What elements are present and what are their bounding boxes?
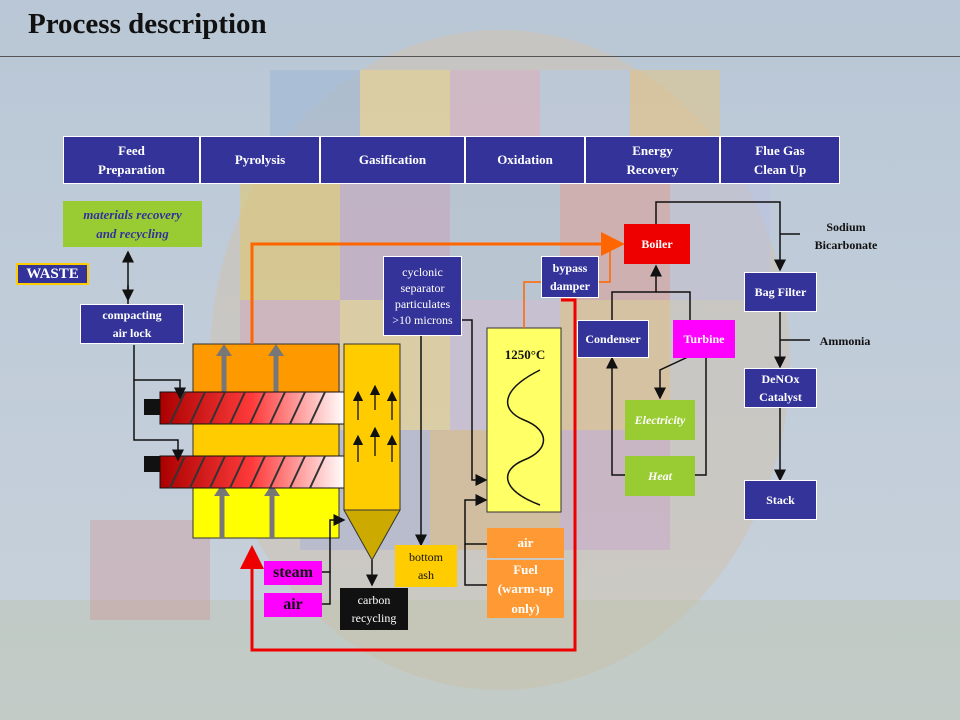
title-divider <box>0 56 960 57</box>
stage-gasification[interactable]: Gasification <box>320 136 465 184</box>
bottom-ash-box: bottom ash <box>395 545 457 587</box>
bag-filter-box: Bag Filter <box>744 272 817 312</box>
heat-box: Heat <box>625 456 695 496</box>
temperature-label: 1250°C <box>504 347 546 362</box>
compacting-air-lock-box: compacting air lock <box>80 304 184 344</box>
stage-flue-gas-clean-up[interactable]: Flue Gas Clean Up <box>720 136 840 184</box>
carbon-recycling-box: carbon recycling <box>340 588 408 630</box>
electricity-box: Electricity <box>625 400 695 440</box>
materials-recovery-box: materials recovery and recycling <box>63 201 202 247</box>
air-input-box: air <box>264 593 322 617</box>
fuel-box: Fuel (warm-up only) <box>487 560 564 618</box>
condenser-box: Condenser <box>577 320 649 358</box>
denox-catalyst-box: DeNOx Catalyst <box>744 368 817 408</box>
steam-input-box: steam <box>264 561 322 585</box>
stage-feed-preparation[interactable]: Feed Preparation <box>63 136 200 184</box>
turbine-box: Turbine <box>673 320 735 358</box>
waste-label: WASTE <box>16 263 89 285</box>
stack-box: Stack <box>744 480 817 520</box>
boiler-box: Boiler <box>624 224 690 264</box>
stage-energy-recovery[interactable]: Energy Recovery <box>585 136 720 184</box>
stage-pyrolysis[interactable]: Pyrolysis <box>200 136 320 184</box>
stage-oxidation[interactable]: Oxidation <box>465 136 585 184</box>
oxidizer-air-box: air <box>487 528 564 558</box>
cyclonic-separator-box: cyclonic separator particulates >10 micr… <box>383 256 462 336</box>
page-title: Process description <box>28 8 267 40</box>
ammonia-label: Ammonia <box>819 334 871 348</box>
bypass-damper-box: bypass damper <box>541 256 599 298</box>
sodium-bicarbonate-label: Sodium Bicarbonate <box>814 220 878 252</box>
